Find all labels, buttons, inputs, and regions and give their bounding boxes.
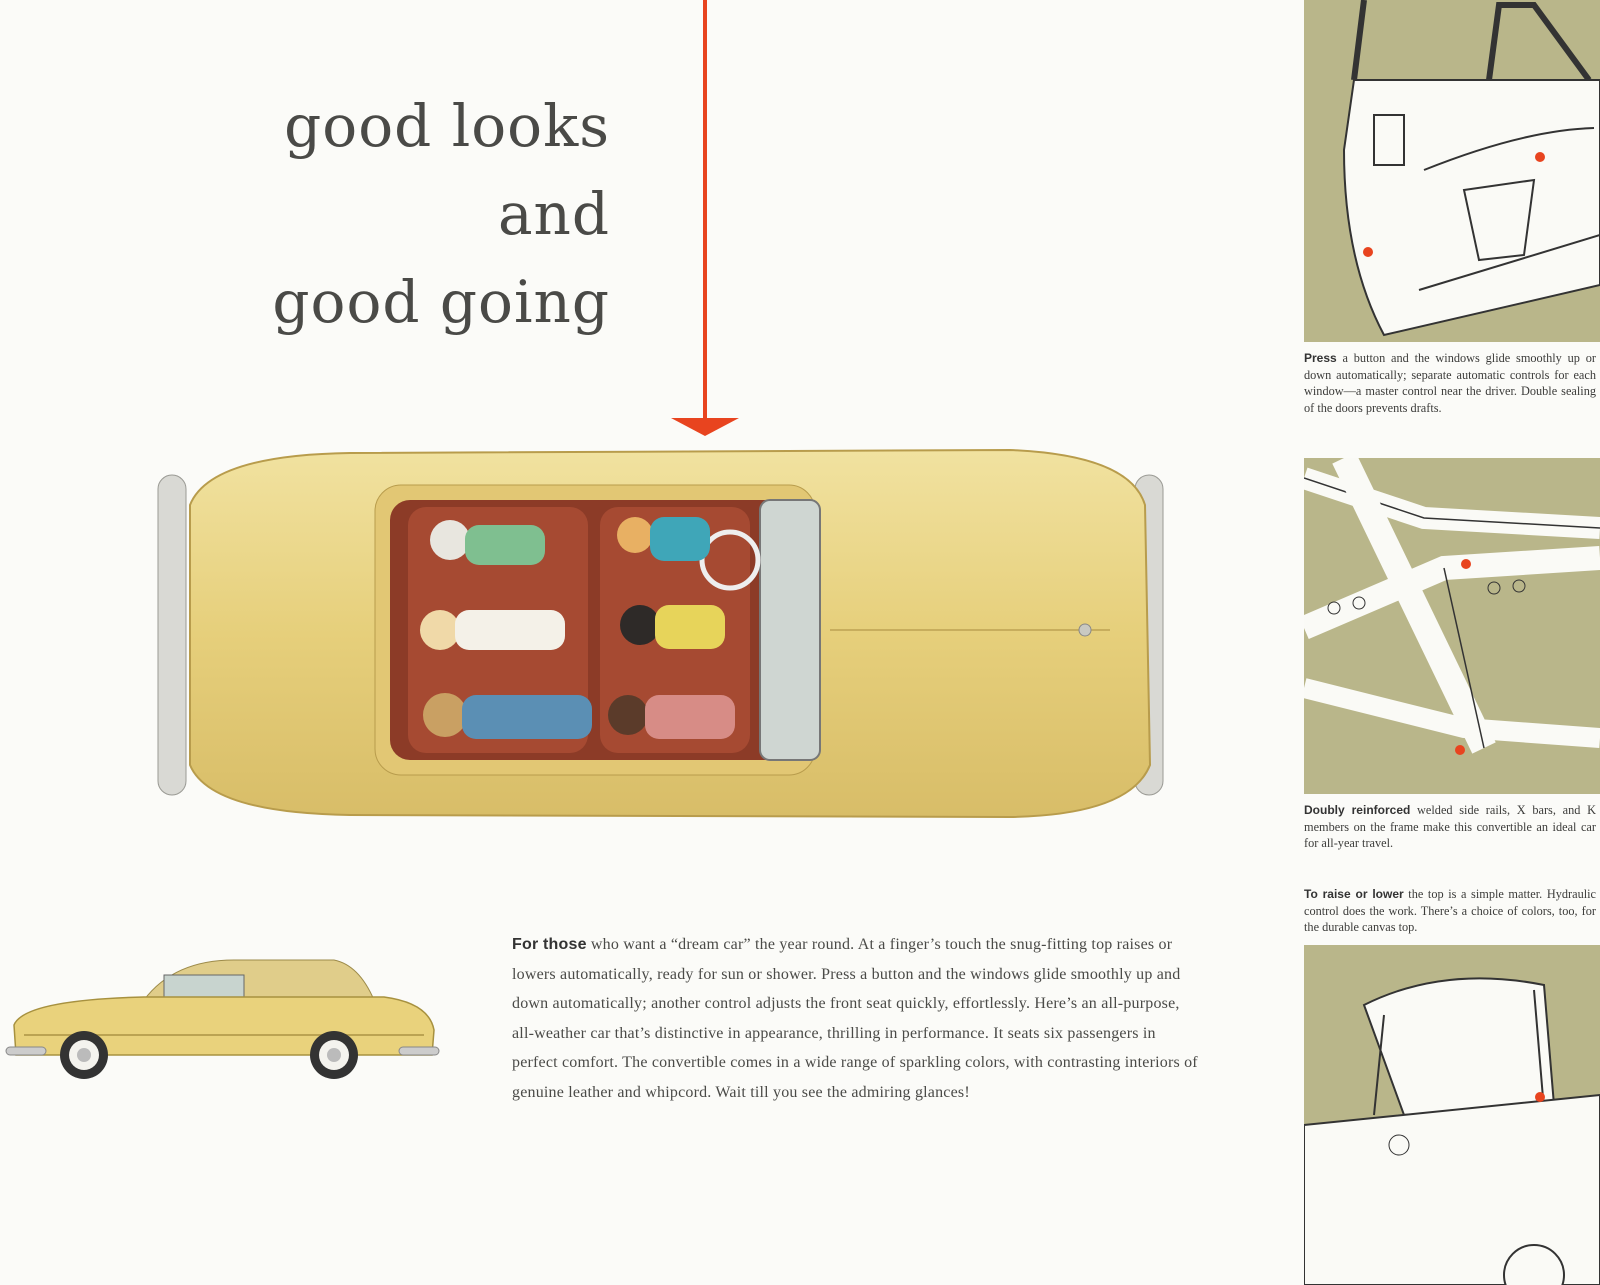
caption-frame: Doubly reinforced welded side rails, X b… [1304,802,1596,852]
red-arrow-line [703,0,707,420]
body-copy-text: who want a “dream car” the year round. A… [512,936,1198,1101]
headline-line-3: good going [272,268,610,336]
convertible-top-view-illustration [150,445,1190,825]
caption-top-text: the top is a simple matter. Hydraulic co… [1304,887,1597,934]
caption-windows-text: a button and the windows glide smoothly … [1304,351,1596,415]
caption-windows-lead: Press [1304,351,1337,365]
convertible-top-illustration [1304,945,1600,1285]
caption-top-lead: To raise or lower [1304,887,1404,901]
red-arrow-head-icon [671,418,739,436]
door-window-illustration [1304,0,1600,342]
caption-frame-lead: Doubly reinforced [1304,803,1411,817]
body-copy-lead: For those [512,936,587,953]
body-copy: For those who want a “dream car” the yea… [512,930,1202,1107]
caption-frame-text: welded side rails, X bars, and K members… [1304,803,1596,850]
frame-illustration [1304,458,1600,794]
caption-windows: Press a button and the windows glide smo… [1304,350,1596,416]
headline-line-2: and [497,180,610,248]
headline-line-1: good looks [284,92,610,160]
caption-top: To raise or lower the top is a simple ma… [1304,886,1596,936]
headline: good looks and good going [272,82,610,346]
convertible-side-view-illustration [4,955,444,1085]
